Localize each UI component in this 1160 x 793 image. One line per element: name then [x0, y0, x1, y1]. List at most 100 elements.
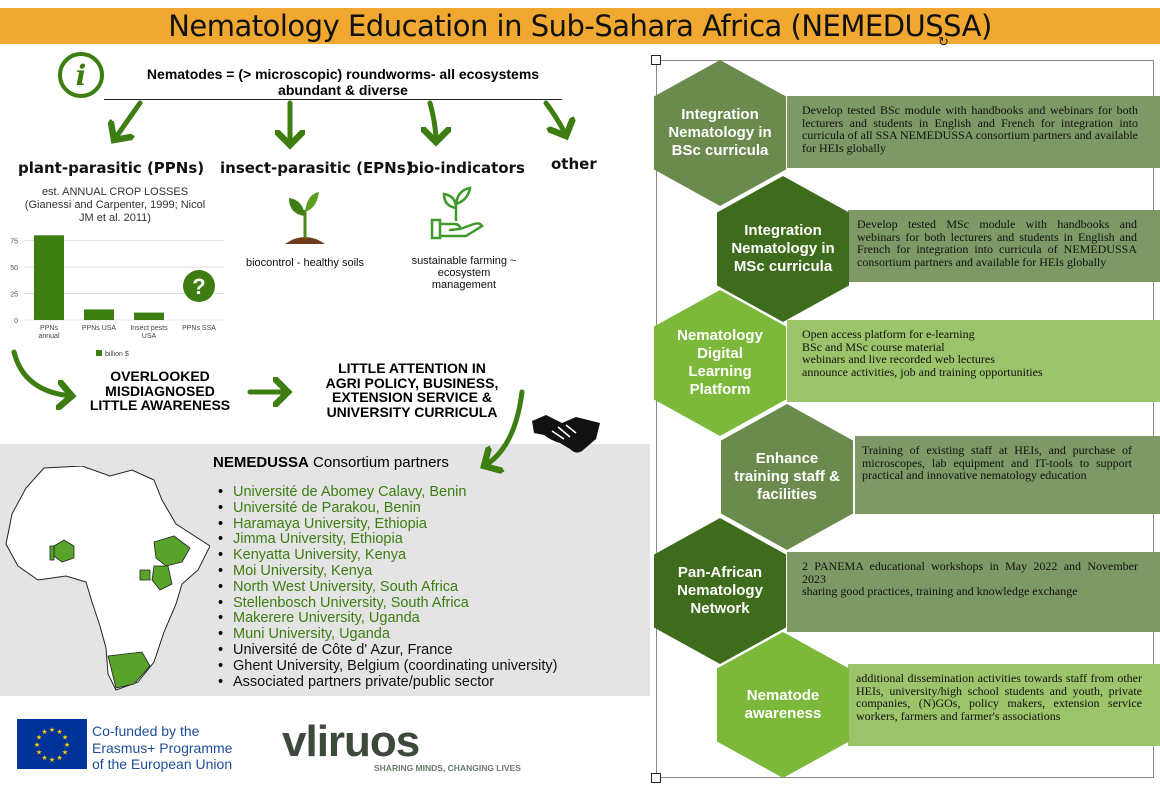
partner-item: Université de Parakou, Benin: [218, 500, 558, 517]
pillar-box: [787, 320, 1160, 402]
pillar-label: Nematode awareness: [744, 687, 822, 722]
eu-star: ★: [34, 741, 40, 749]
chart-title-line-3: JM et al. 2011): [79, 212, 151, 224]
chart-ytick: 25: [10, 292, 18, 299]
overlooked-text: OVERLOOKED MISDIAGNOSED LITTLE AWARENESS: [80, 369, 240, 413]
selection-frame[interactable]: [656, 60, 1154, 778]
eu-line-2: Erasmus+ Programme: [92, 739, 233, 756]
pillar-box: [787, 96, 1160, 168]
pillar-label: Enhance training staff & facilities: [734, 450, 840, 503]
eu-text: Co-funded by the Erasmus+ Programme of t…: [92, 723, 232, 773]
partner-item: Université de Côte d' Azur, France: [218, 642, 558, 659]
pillar-description: additional dissemination activities towa…: [856, 671, 1142, 723]
eu-line-3: of the European Union: [92, 756, 233, 772]
intro-text: Nematodes = (> microscopic) roundworms- …: [108, 66, 578, 98]
refresh-icon[interactable]: ↻: [938, 34, 949, 49]
chart-xtick: Insect pests: [130, 325, 168, 332]
attention-line-3: EXTENSION SERVICE &: [331, 389, 492, 405]
info-icon: i: [58, 52, 104, 98]
pillar-description: Training of existing staff at HEIs, and …: [862, 443, 1132, 482]
chart-legend-label: billion $: [105, 351, 129, 358]
consortium-heading-rest: Consortium partners: [308, 454, 449, 471]
question-icon: [183, 270, 215, 302]
partner-item: Muni University, Uganda: [218, 626, 558, 643]
page-title: Nematology Education in Sub-Sahara Afric…: [168, 9, 992, 43]
arrow-other: [543, 100, 566, 136]
attention-line-2: AGRI POLICY, BUSINESS,: [325, 374, 499, 391]
partner-list: Université de Abomey Calavy, BeninUniver…: [218, 484, 558, 691]
category-epn: insect-parasitic (EPNs): [220, 159, 413, 177]
overlooked-line-2: MISDIAGNOSED: [105, 382, 215, 399]
chart-xtick: USA: [142, 333, 157, 340]
attention-text: LITTLE ATTENTION IN AGRI POLICY, BUSINES…: [312, 361, 512, 419]
overlooked-line-3: LITTLE AWARENESS: [89, 397, 231, 413]
chart-bar: [84, 309, 114, 320]
eu-star: ★: [36, 734, 42, 742]
chart-title-line-2: (Gianessi and Carpenter, 1999; Nicol: [24, 199, 206, 211]
hand-plant-icon: [430, 186, 484, 240]
consortium-heading-bold: NEMEDUSSA: [213, 454, 309, 471]
eu-star: ★: [62, 734, 68, 742]
bio-caption-line-1: sustainable farming ~ ecosystem: [411, 255, 517, 279]
chart-ytick: 50: [10, 265, 18, 272]
chart-bar: [134, 312, 164, 320]
chart-ytick: 0: [14, 318, 18, 325]
pillar-box: [787, 552, 1160, 632]
intro-line-1: Nematodes = (> microscopic) roundworms- …: [146, 66, 540, 82]
arrow-ppn: [114, 100, 143, 140]
eu-star: ★: [49, 756, 55, 764]
eu-star: ★: [62, 749, 68, 757]
pillar-box: [848, 664, 1160, 746]
chart-title: est. ANNUAL CROP LOSSES (Gianessi and Ca…: [10, 186, 220, 225]
chart-ytick: 75: [10, 239, 18, 246]
partner-item: Associated partners private/public secto…: [218, 674, 558, 691]
pillar-label: Integration Nematology in MSc curricula: [731, 222, 835, 275]
resize-handle-bottom[interactable]: [651, 773, 661, 783]
eu-star: ★: [41, 754, 47, 762]
partner-item: Makerere University, Uganda: [218, 611, 558, 627]
pillar-description: Develop tested BSc module with handbooks…: [802, 103, 1138, 155]
eu-star: ★: [41, 728, 47, 736]
resize-handle-top[interactable]: [651, 55, 661, 65]
pillar-box: [848, 210, 1160, 282]
handshake-icon: [532, 415, 600, 453]
eu-star: ★: [64, 741, 70, 749]
africa-map: [5, 466, 210, 691]
chart-legend-swatch: [96, 350, 102, 356]
attention-line-4: UNIVERSITY CURRICULA: [326, 403, 498, 420]
pillar-description: Develop tested MSc module with handbooks…: [857, 217, 1137, 269]
partner-item: Stellenbosch University, South Africa: [218, 595, 558, 612]
chart-xtick: PPNs SSA: [182, 325, 216, 332]
eu-star: ★: [36, 749, 42, 757]
epn-caption: biocontrol - healthy soils: [245, 257, 364, 269]
bio-caption: sustainable farming ~ ecosystem manageme…: [384, 255, 544, 291]
chart-xtick: annual: [38, 333, 59, 340]
flow-arrows: [11, 100, 650, 480]
seedling-icon: [285, 192, 325, 244]
svg-text:i: i: [76, 59, 87, 92]
eu-flag-icon: ★★★★★★★★★★★★: [17, 719, 87, 769]
chart-title-line-1: est. ANNUAL CROP LOSSES: [41, 186, 189, 198]
arrow-consortium: [484, 389, 525, 466]
chart-bar: [34, 235, 64, 320]
chart-unknown-marker: ?: [192, 274, 205, 299]
title-banner: [0, 8, 1160, 44]
partner-item: North West University, South Africa: [218, 579, 558, 596]
vliruos-tagline: SHARING MINDS, CHANGING LIVES: [374, 763, 521, 773]
consortium-heading: NEMEDUSSA Consortium partners: [213, 454, 449, 471]
eu-star: ★: [49, 726, 55, 734]
pillar-label: Integration Nematology in BSc curricula: [668, 106, 772, 159]
partner-item: Ghent University, Belgium (coordinating …: [218, 658, 558, 675]
partner-item: Haramaya University, Ethiopia: [218, 516, 558, 533]
arrow-bio: [430, 100, 436, 142]
vliruos-logo: vliruos: [282, 717, 420, 766]
attention-line-1: LITTLE ATTENTION IN: [338, 360, 486, 376]
pillar-box: [855, 436, 1160, 514]
divider-line: [104, 99, 562, 100]
footer: [0, 697, 650, 793]
eu-star: ★: [56, 754, 62, 762]
bio-caption-line-2: management: [431, 279, 497, 291]
category-ppn: plant-parasitic (PPNs): [18, 159, 205, 177]
chart-xtick: PPNs USA: [82, 325, 117, 332]
intro-line-2: abundant & diverse: [278, 82, 408, 98]
